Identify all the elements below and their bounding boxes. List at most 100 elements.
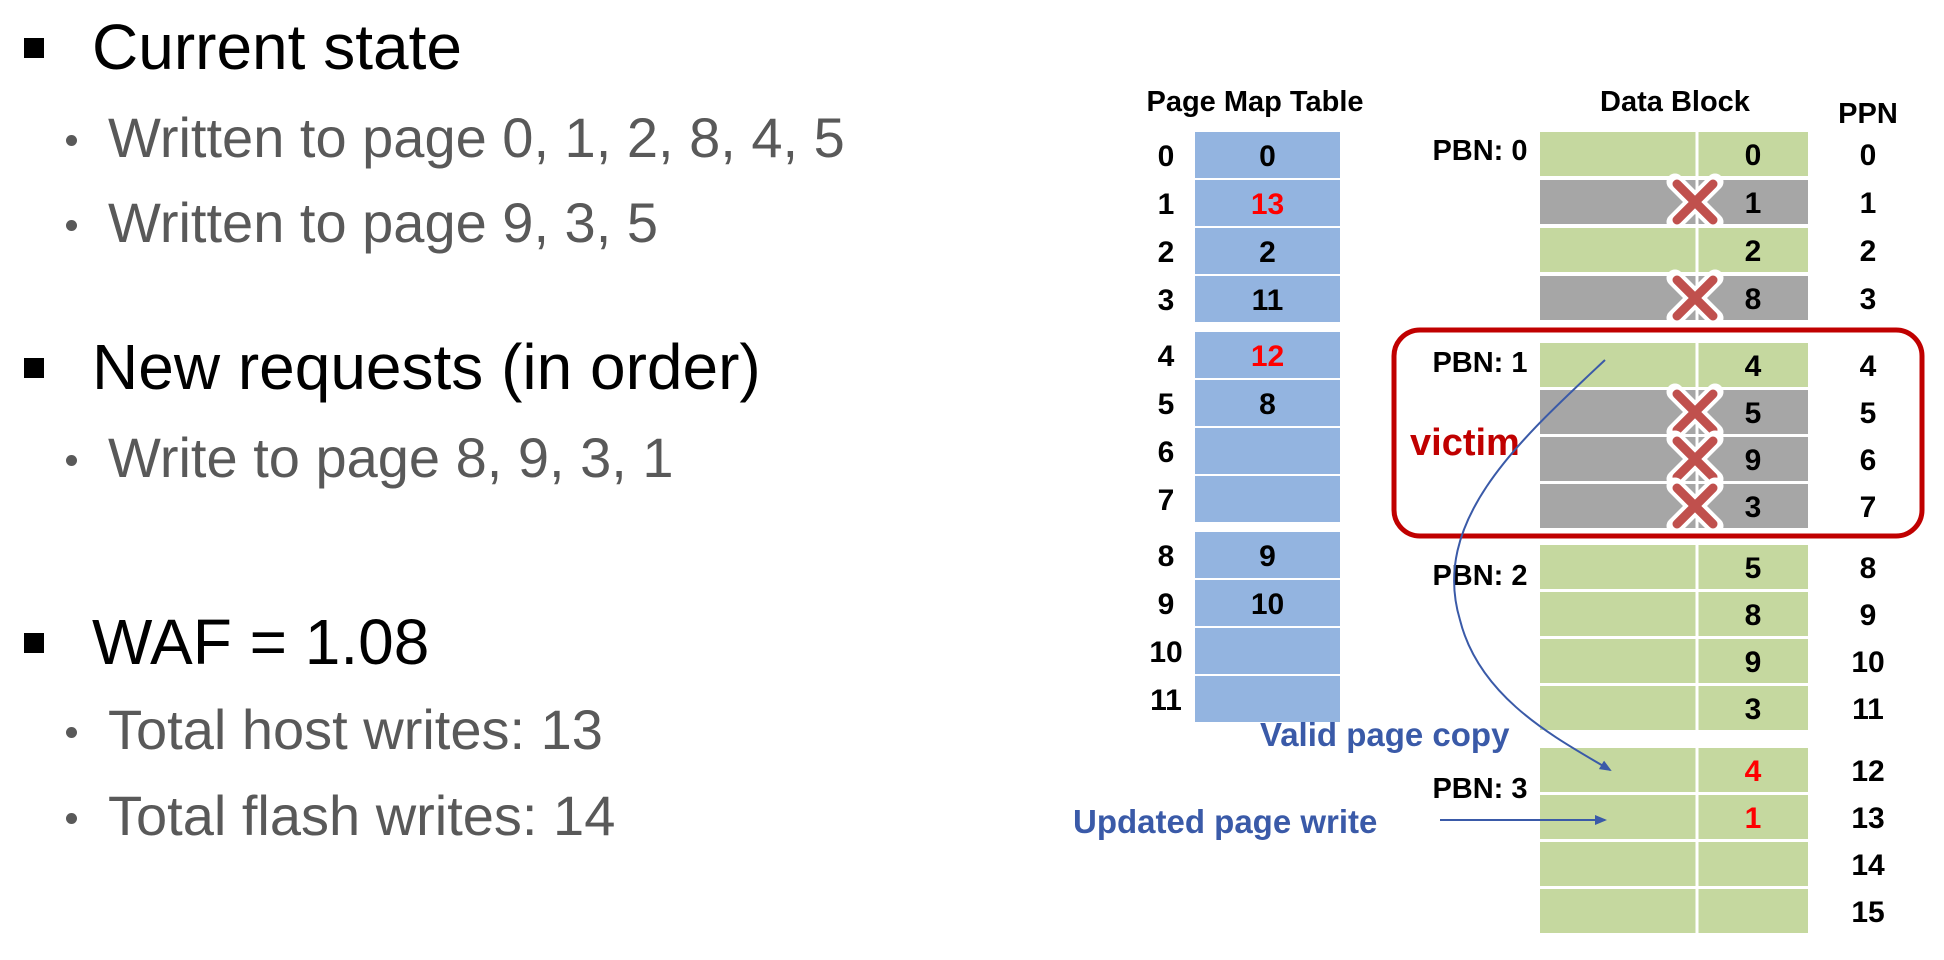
invalid-cross-icon (1666, 269, 1724, 327)
pmt-value-label: 0 (1259, 140, 1276, 173)
data-page-lpn-label: 1 (1745, 187, 1762, 220)
cross-stroke (1672, 483, 1718, 529)
pmt-index-label: 1 (1158, 188, 1175, 221)
pmt-index-label: 8 (1158, 540, 1175, 573)
ppn-label: 13 (1851, 802, 1884, 835)
pmt-value-label: 8 (1259, 388, 1276, 421)
pmt-index-label: 2 (1158, 236, 1175, 269)
pmt-value-label: 13 (1251, 188, 1284, 221)
pmt-index-label: 7 (1158, 484, 1175, 517)
cross-stroke (1672, 275, 1718, 321)
pmt-value-label: 9 (1259, 540, 1276, 573)
pbn-label: PBN: 2 (1432, 560, 1527, 592)
data-page-lpn-label: 5 (1745, 552, 1762, 585)
pmt-cell (1195, 580, 1340, 626)
valid-page-copy-label: Valid page copy (1260, 716, 1510, 753)
ppn-label: 1 (1860, 187, 1877, 220)
data-page-cell (1540, 889, 1808, 933)
dot-bullet-icon (66, 220, 77, 231)
invalid-cross-icon (1666, 477, 1724, 535)
updated-page-write-label: Updated page write (1073, 803, 1377, 840)
data-page-cell (1540, 748, 1808, 792)
pmt-cell (1195, 532, 1340, 578)
pmt-value-label: 11 (1252, 284, 1284, 317)
data-page-cell (1540, 795, 1808, 839)
ppn-title: PPN (1838, 98, 1898, 130)
cross-stroke (1672, 179, 1718, 225)
data-page-lpn-label: 4 (1745, 755, 1762, 788)
item-written-1: Written to page 0, 1, 2, 8, 4, 5 (66, 105, 845, 170)
heading-current-state: Current state (24, 10, 462, 84)
pbn-label: PBN: 1 (1432, 347, 1527, 379)
data-page-lpn-label: 9 (1745, 444, 1762, 477)
pbn-label: PBN: 0 (1432, 135, 1527, 167)
invalid-cross-icon (1666, 383, 1724, 441)
pmt-cell (1195, 180, 1340, 226)
ppn-label: 14 (1851, 849, 1885, 882)
data-page-cell (1540, 343, 1808, 387)
victim-label: victim (1410, 422, 1520, 464)
pmt-index-label: 11 (1150, 684, 1182, 717)
invalid-cross-icon (1666, 430, 1724, 488)
pmt-index-label: 0 (1158, 140, 1175, 173)
item-written-2: Written to page 9, 3, 5 (66, 190, 658, 255)
data-page-lpn-label: 5 (1745, 397, 1762, 430)
pmt-index-label: 10 (1149, 636, 1182, 669)
pmt-index-label: 6 (1158, 436, 1175, 469)
item-host-writes: Total host writes: 13 (66, 697, 603, 762)
data-page-cell (1540, 686, 1808, 730)
data-page-cell (1540, 132, 1808, 176)
data-page-lpn-label: 2 (1745, 235, 1762, 268)
pmt-cell (1195, 628, 1340, 674)
ppn-label: 15 (1851, 896, 1884, 929)
data-page-cell (1540, 639, 1808, 683)
pmt-index-label: 9 (1158, 588, 1175, 621)
pmt-cell (1195, 132, 1340, 178)
page-map-table-title: Page Map Table (1146, 86, 1363, 118)
victim-block-outline (1391, 327, 1925, 539)
ppn-label: 8 (1860, 552, 1877, 585)
item-write-requests: Write to page 8, 9, 3, 1 (66, 425, 674, 490)
ppn-label: 7 (1860, 491, 1877, 524)
data-page-cell (1540, 228, 1808, 272)
pmt-cell (1195, 380, 1340, 426)
pmt-cell (1195, 228, 1340, 274)
dot-bullet-icon (66, 455, 77, 466)
pmt-cell (1195, 676, 1340, 722)
ppn-label: 0 (1860, 139, 1877, 172)
pmt-value-label: 2 (1259, 236, 1276, 269)
item-flash-writes: Total flash writes: 14 (66, 783, 615, 848)
valid-page-copy-arrow (1453, 359, 1612, 772)
data-page-lpn-label: 1 (1745, 802, 1762, 835)
dot-bullet-icon (66, 135, 77, 146)
pbn-label: PBN: 3 (1432, 773, 1527, 805)
square-bullet-icon (24, 633, 44, 653)
square-bullet-icon (24, 358, 44, 378)
ppn-label: 4 (1860, 350, 1877, 383)
data-block-title: Data Block (1600, 86, 1751, 118)
data-page-lpn-label: 3 (1745, 491, 1762, 524)
data-page-cell (1540, 842, 1808, 886)
ppn-label: 11 (1852, 693, 1884, 726)
ppn-label: 3 (1860, 283, 1877, 316)
data-page-lpn-label: 4 (1745, 350, 1762, 383)
data-page-lpn-label: 0 (1745, 139, 1762, 172)
pmt-cell (1195, 428, 1340, 474)
pmt-index-label: 4 (1158, 340, 1175, 373)
ppn-label: 10 (1851, 646, 1884, 679)
square-bullet-icon (24, 38, 44, 58)
data-page-cell (1540, 592, 1808, 636)
pmt-index-label: 3 (1158, 284, 1175, 317)
data-page-lpn-label: 8 (1745, 283, 1762, 316)
pmt-cell (1195, 276, 1340, 322)
data-page-cell (1540, 545, 1808, 589)
pmt-cell (1195, 476, 1340, 522)
dot-bullet-icon (66, 813, 77, 824)
ppn-label: 12 (1851, 755, 1884, 788)
ppn-label: 9 (1860, 599, 1877, 632)
invalid-cross-icon (1666, 173, 1724, 231)
cross-stroke (1672, 389, 1718, 435)
